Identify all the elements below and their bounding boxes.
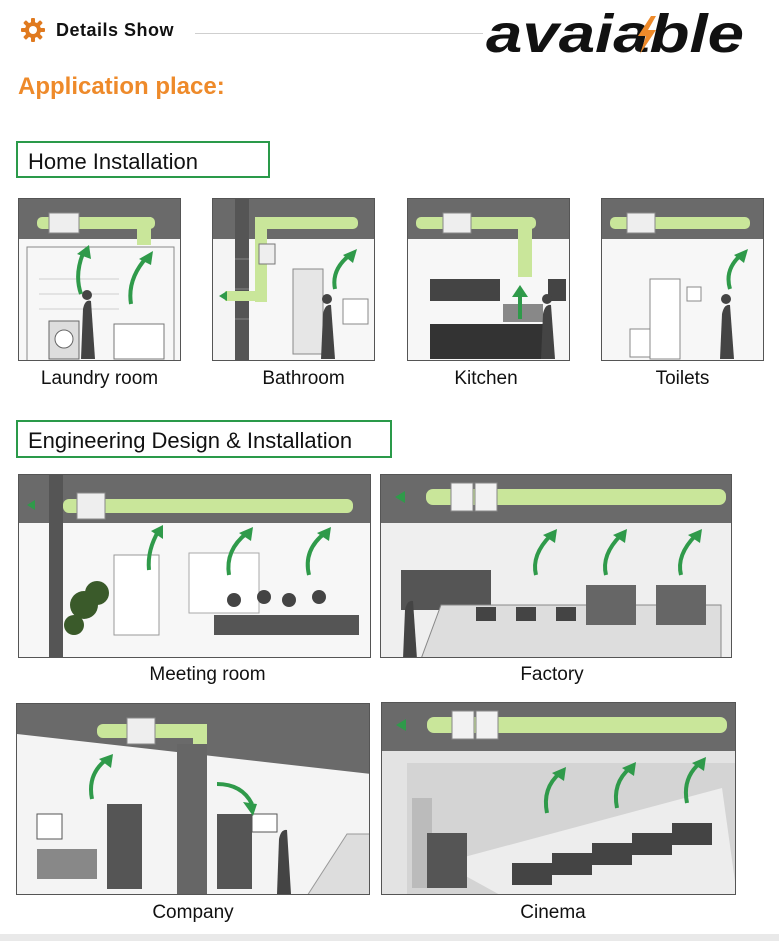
caption-company: Company (152, 902, 234, 923)
caption-toilets: Toilets (655, 368, 710, 389)
svg-text:avaiable: avaiable (486, 10, 744, 58)
kitchen-illustration (407, 198, 570, 361)
factory-illustration (380, 474, 732, 658)
header-divider (195, 33, 483, 34)
caption-bathroom: Bathroom (262, 368, 345, 389)
caption-kitchen: Kitchen (454, 368, 518, 389)
section-home-installation: Home Installation (16, 141, 270, 178)
caption-laundry-room: Laundry room (40, 368, 159, 389)
company-illustration (16, 703, 370, 895)
caption-meeting-room: Meeting room (149, 664, 266, 685)
bathroom-illustration (212, 198, 375, 361)
laundry-room-illustration (18, 198, 181, 361)
caption-cinema: Cinema (520, 902, 586, 923)
section-engineering-installation: Engineering Design & Installation (16, 420, 392, 458)
caption-factory: Factory (520, 664, 584, 685)
cinema-illustration (381, 702, 736, 895)
meeting-room-illustration (18, 474, 371, 658)
toilets-illustration (601, 198, 764, 361)
page-heading: Application place: (18, 73, 225, 100)
brand-logo: avaiable (486, 10, 744, 58)
header-title: Details Show (56, 20, 175, 40)
gear-icon (21, 18, 45, 42)
bottom-strip (0, 934, 779, 941)
